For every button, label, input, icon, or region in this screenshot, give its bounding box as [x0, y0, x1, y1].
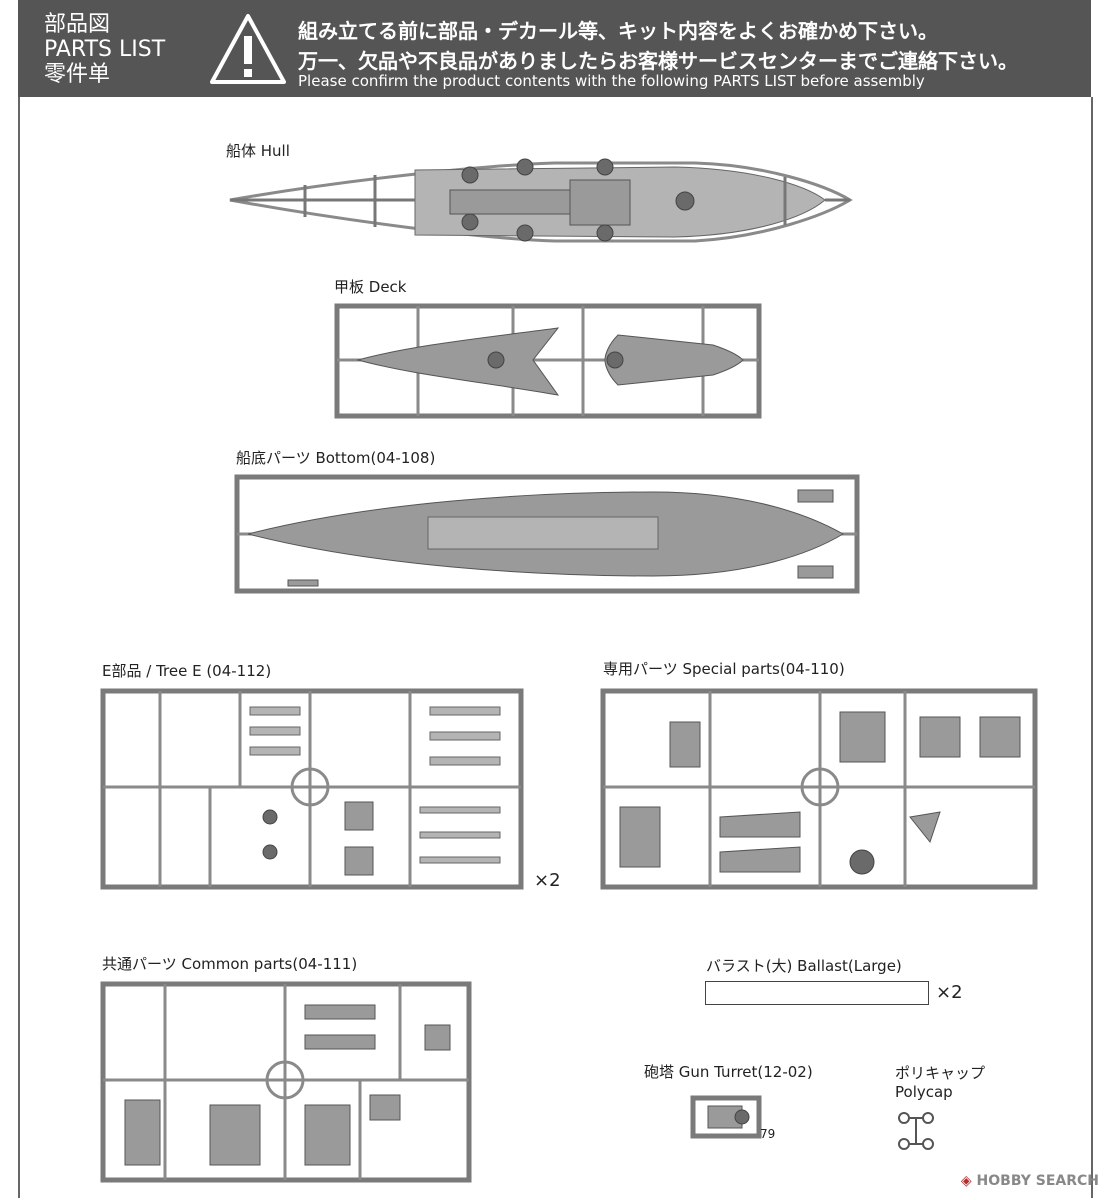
- ballast-part-outline: [705, 981, 929, 1005]
- notice-en: Please confirm the product contents with…: [298, 72, 925, 90]
- notice-jp-line-1: 組み立てる前に部品・デカール等、キット内容をよくお確かめ下さい。: [298, 19, 938, 43]
- watermark-text: HOBBY SEARCH: [976, 1173, 1099, 1189]
- hull-label: 船体 Hull: [226, 142, 290, 160]
- polycap-label-jp: ポリキャップ: [895, 1064, 986, 1082]
- special-parts-label: 専用パーツ Special parts(04-110): [603, 660, 845, 678]
- common-parts-label: 共通パーツ Common parts(04-111): [102, 955, 358, 973]
- gun-turret-part-number: 79: [760, 1127, 776, 1141]
- deck-label: 甲板 Deck: [334, 278, 407, 296]
- title-en: PARTS LIST: [44, 37, 166, 62]
- ballast-quantity: ×2: [936, 982, 963, 1003]
- title-cn: 零件单: [44, 62, 111, 87]
- title-jp: 部品図: [44, 12, 111, 37]
- bottom-sprue-drawing: [234, 474, 860, 594]
- tree-e-label: E部品 / Tree E (04-112): [102, 662, 272, 680]
- deck-sprue-drawing: [334, 303, 762, 419]
- header-banner: 部品図 PARTS LIST 零件单 組み立てる前に部品・デカール等、キット内容…: [18, 0, 1091, 97]
- hobby-search-watermark: ◈ HOBBY SEARCH: [961, 1173, 1099, 1189]
- notice-jp: 組み立てる前に部品・デカール等、キット内容をよくお確かめ下さい。 万一、欠品や不…: [298, 16, 1018, 76]
- gun-turret-sprue-drawing: [690, 1095, 762, 1139]
- bottom-label: 船底パーツ Bottom(04-108): [236, 449, 436, 467]
- special-parts-sprue-drawing: [600, 688, 1038, 890]
- exclamation-triangle-icon: [210, 14, 286, 84]
- hobby-search-logo-icon: ◈: [960, 1173, 972, 1189]
- hull-sprue-drawing: [229, 158, 853, 243]
- polycap-drawing: [898, 1112, 934, 1150]
- gun-turret-label: 砲塔 Gun Turret(12-02): [644, 1063, 813, 1081]
- tree-e-quantity: ×2: [534, 870, 561, 891]
- parts-list-frame: [18, 97, 1093, 1198]
- common-parts-sprue-drawing: [100, 981, 472, 1183]
- tree-e-sprue-drawing: [100, 688, 524, 890]
- notice-jp-line-2: 万一、欠品や不良品がありましたらお客様サービスセンターまでご連絡下さい。: [298, 49, 1018, 73]
- ballast-label: バラスト(大) Ballast(Large): [706, 957, 902, 975]
- header-title-block: 部品図 PARTS LIST 零件单: [44, 12, 165, 87]
- polycap-label-en: Polycap: [895, 1083, 953, 1101]
